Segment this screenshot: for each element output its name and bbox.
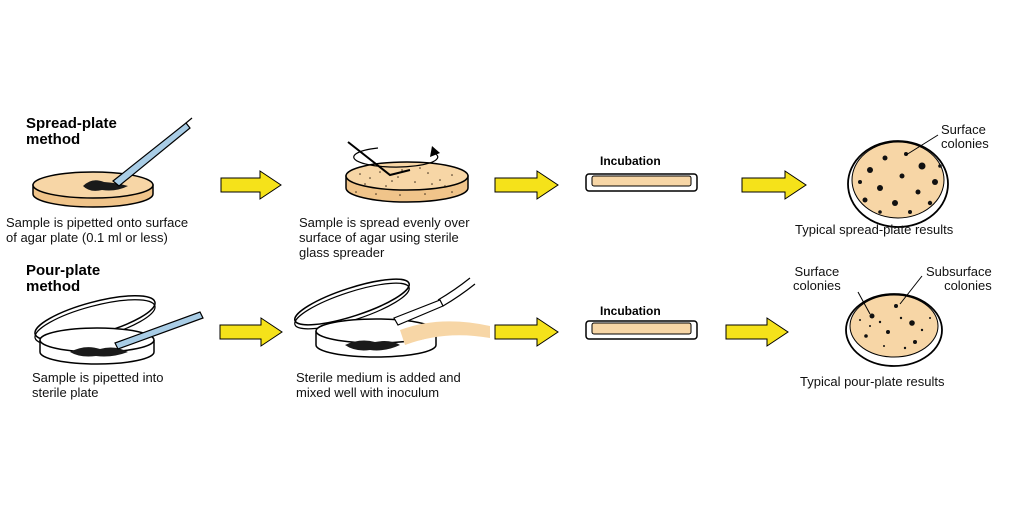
spread-step2-line1: Sample is spread evenly over — [299, 215, 470, 230]
spread-surface-colonies-label: Surface colonies — [941, 123, 989, 151]
result-plate-pour — [845, 275, 943, 367]
glass-spreader — [347, 141, 411, 177]
pour-subsurface-colonies-label: Subsurface colonies — [926, 265, 992, 293]
spread-step1-line1: Sample is pipetted onto surface — [6, 215, 189, 230]
spread-step2-caption: Sample is spread evenly over surface of … — [299, 215, 470, 260]
spread-step2-line3: glass spreader — [299, 245, 385, 260]
pour-title-line2: method — [26, 278, 81, 295]
pour-subsurface-line1: Subsurface — [926, 264, 992, 279]
arrow-icon — [219, 317, 283, 347]
spread-plate-title: Spread-plate method — [26, 116, 117, 148]
open-petri-dish — [34, 294, 156, 365]
spread-result-caption: Typical spread-plate results — [795, 222, 954, 237]
spread-step2-line2: surface of agar using sterile — [299, 230, 459, 245]
agar-plate-with-sample — [32, 171, 154, 208]
pour-title-line1: Pour-plate — [26, 262, 101, 279]
rotation-arrow-icon — [353, 146, 440, 168]
incubation-plate — [585, 173, 698, 192]
spread-step1-line2: of agar plate (0.1 ml or less) — [6, 230, 168, 245]
spread-step1-caption: Sample is pipetted onto surface of agar … — [6, 215, 188, 245]
spread-incubation-label: Incubation — [600, 154, 661, 168]
arrow-icon — [494, 317, 559, 347]
pour-step1-line2: sterile plate — [32, 385, 99, 400]
pipette — [114, 311, 204, 350]
pour-step2-line1: Sterile medium is added and — [296, 370, 461, 385]
pipette — [112, 117, 193, 187]
pour-result-caption: Typical pour-plate results — [800, 374, 945, 389]
arrow-icon — [220, 170, 282, 200]
pour-incubation-label: Incubation — [600, 304, 661, 318]
incubation-plate — [585, 320, 698, 340]
pour-step1-caption: Sample is pipetted into sterile plate — [32, 370, 164, 400]
medium-flask-pour — [393, 277, 490, 345]
arrow-icon — [725, 317, 789, 347]
pour-plate-title: Pour-plate method — [26, 263, 100, 295]
pour-subsurface-line2: colonies — [944, 278, 992, 293]
pour-surface-line2: colonies — [793, 278, 841, 293]
arrow-icon — [494, 170, 559, 200]
spread-surface-line1: Surface — [941, 122, 986, 137]
result-plate-spread — [847, 134, 949, 228]
pour-surface-colonies-label: Surface colonies — [793, 265, 841, 293]
pour-step2-line2: mixed well with inoculum — [296, 385, 440, 400]
pour-step2-caption: Sterile medium is added and mixed well w… — [296, 370, 461, 400]
agar-plate-spreading — [345, 161, 469, 203]
spread-title-line1: Spread-plate — [26, 115, 117, 132]
pour-surface-line1: Surface — [794, 264, 840, 279]
pour-step1-line1: Sample is pipetted into — [32, 370, 164, 385]
arrow-icon — [741, 170, 807, 200]
spread-title-line2: method — [26, 131, 81, 148]
spread-surface-line2: colonies — [941, 136, 989, 151]
